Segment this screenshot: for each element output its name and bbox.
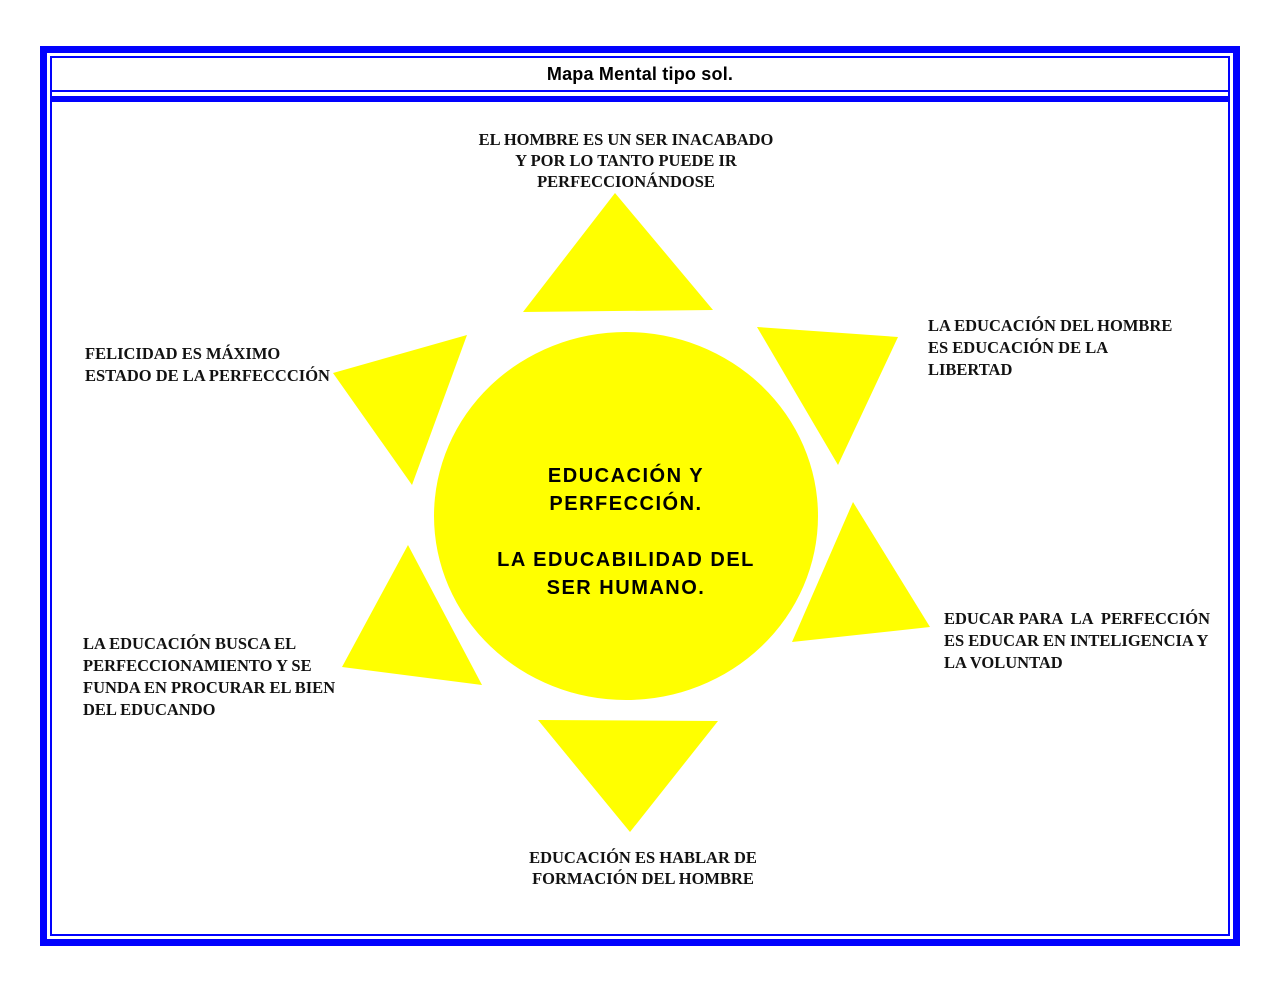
label-lower-left: LA EDUCACIÓN BUSCA EL PERFECCIONAMIENTO … [83,634,336,719]
title-bar: Mapa Mental tipo sol. [52,58,1228,92]
sun-ray-lower-right [792,502,930,642]
sun-ray-lower-left [342,545,482,685]
sun-center-circle [434,332,818,700]
sun-ray-bottom [538,720,718,832]
title-separator-line [52,96,1228,102]
label-lower-right: EDUCAR PARA LA PERFECCIÓN ES EDUCAR EN I… [944,609,1210,672]
label-top: EL HOMBRE ES UN SER INACABADO Y POR LO T… [478,130,774,191]
sun-ray-upper-left [333,335,467,485]
label-bottom: EDUCACIÓN ES HABLAR DE FORMACIÓN DEL HOM… [529,848,757,888]
page-title: Mapa Mental tipo sol. [546,63,734,84]
sun-ray-upper-right [757,327,898,465]
title-separator-gap [52,92,1228,96]
sun-center-text: EDUCACIÓN Y PERFECCIÓN. LA EDUCABILIDAD … [497,465,755,599]
label-upper-left: FELICIDAD ES MÁXIMO ESTADO DE LA PERFECC… [85,344,330,385]
sun-ray-top [523,193,713,312]
label-upper-right: LA EDUCACIÓN DEL HOMBRE ES EDUCACIÓN DE … [928,316,1173,379]
